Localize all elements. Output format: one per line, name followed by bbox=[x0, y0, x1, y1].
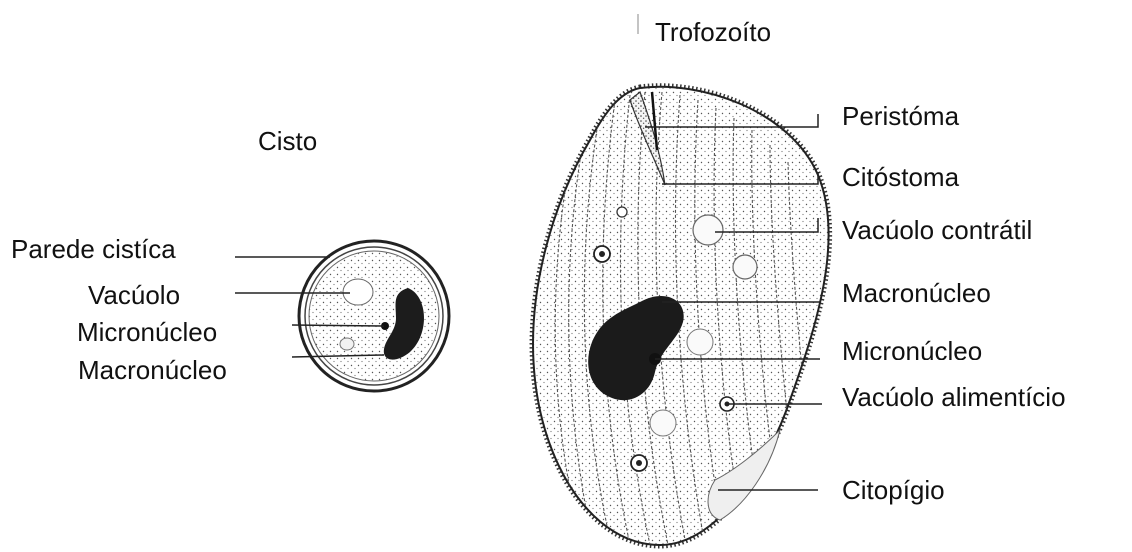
label-cytostome: Citóstoma bbox=[842, 164, 959, 190]
label-micronucleus: Micronúcleo bbox=[842, 338, 982, 360]
vacuole-3 bbox=[687, 329, 713, 355]
cyst-drawing bbox=[299, 241, 449, 391]
label-cyst-vacuole: Vacúolo bbox=[88, 282, 180, 308]
label-macronucleus: Macronúcleo bbox=[842, 280, 991, 306]
trophozoite-title: Trofozoíto bbox=[655, 19, 771, 45]
contractile-vacuole-2 bbox=[733, 255, 757, 279]
leader-micronucleus bbox=[292, 325, 384, 326]
label-cytopyge: Citopígio bbox=[842, 477, 945, 503]
label-cyst-wall: Parede cistíca bbox=[11, 236, 176, 262]
label-cyst-macronucleus: Macronúcleo bbox=[78, 357, 227, 383]
cyst-title: Cisto bbox=[258, 128, 317, 154]
label-contractile-vacuole: Vacúolo contrátil bbox=[842, 217, 1032, 243]
cyst-small-vacuole bbox=[340, 338, 354, 350]
contractile-vacuole-1 bbox=[693, 215, 723, 245]
trophozoite-drawing bbox=[533, 87, 829, 545]
label-food-vacuole: Vacúolo alimentício bbox=[842, 384, 1066, 410]
cyst-vacuole bbox=[343, 279, 373, 305]
label-cyst-micronucleus: Micronúcleo bbox=[77, 319, 217, 342]
label-peristome: Peristóma bbox=[842, 103, 959, 129]
vacuole-4 bbox=[650, 410, 676, 436]
food-vacuole-2 bbox=[617, 207, 627, 217]
